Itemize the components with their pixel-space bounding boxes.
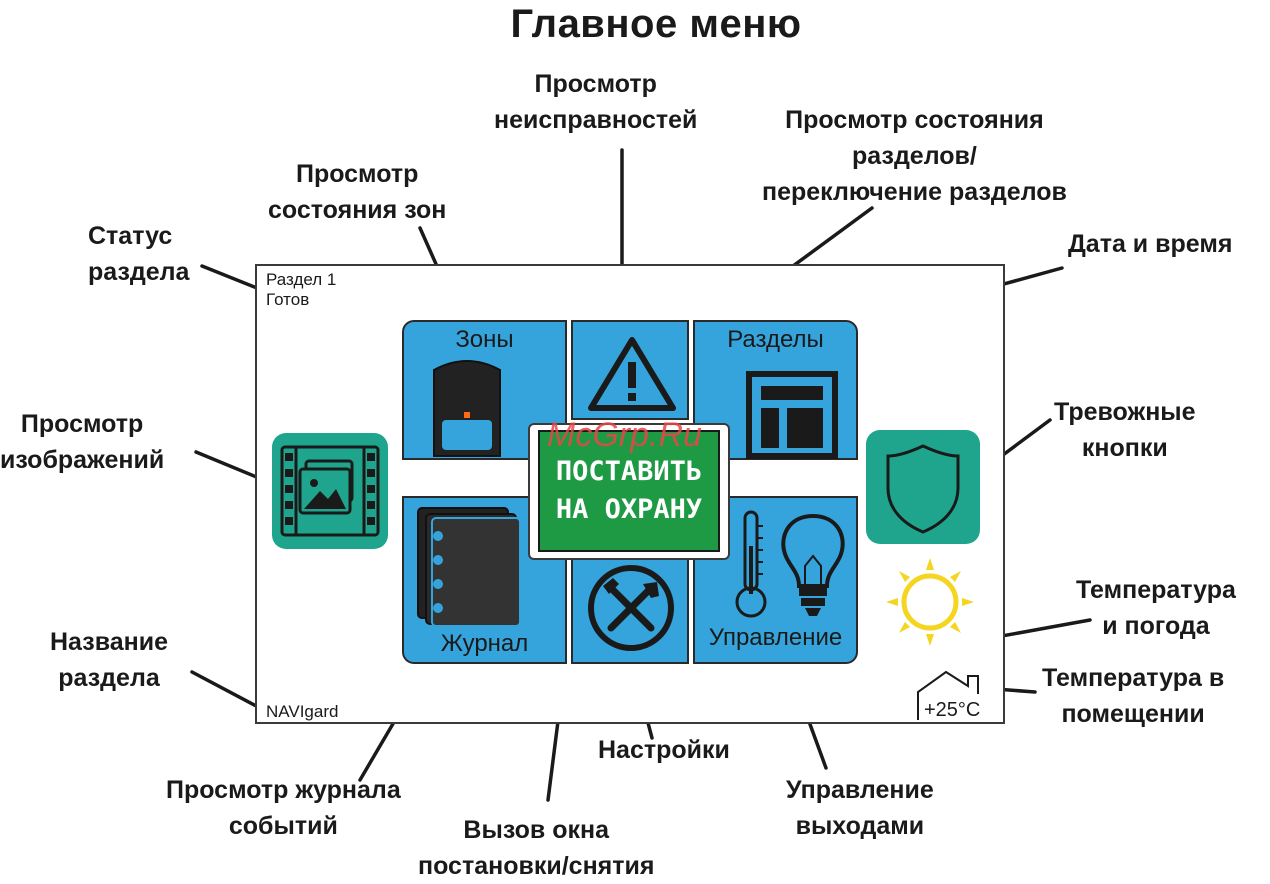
callout-partition-status: Статус раздела [88, 222, 190, 286]
leader-partition-status [200, 264, 264, 292]
partition-name: NAVIgard [266, 702, 339, 721]
notebook-icon [417, 507, 521, 627]
gallery-icon [280, 445, 380, 537]
callout-images-view: Просмотр изображений [0, 410, 165, 474]
callout-date-time: Дата и время [1068, 230, 1233, 258]
tile-settings[interactable] [571, 544, 689, 664]
warning-icon [588, 337, 676, 411]
callout-panic-buttons: Тревожные кнопки [1054, 398, 1196, 462]
callout-arm-dialog: Вызов окна постановки/снятия [418, 816, 655, 880]
partition-label: Раздел 1 [266, 270, 337, 289]
house-icon [917, 670, 979, 720]
thermometer-bulb-icon [735, 510, 845, 618]
callout-partitions-view: Просмотр состояния разделов/ переключени… [762, 106, 1067, 206]
tools-icon [588, 565, 674, 651]
callout-journal-view: Просмотр журнала событий [166, 776, 401, 840]
callout-zones-view: Просмотр состояния зон [268, 160, 447, 224]
tile-journal-label: Журнал [440, 630, 529, 657]
images-button[interactable] [272, 433, 388, 549]
shield-icon [886, 444, 960, 534]
callout-outputs-control: Управление выходами [786, 776, 934, 840]
arm-button[interactable]: ПОСТАВИТЬ НА ОХРАНУ [538, 430, 720, 552]
callout-temp-weather: Температура и погода [1076, 576, 1236, 640]
callout-settings: Настройки [598, 736, 730, 764]
tile-partitions-label: Разделы [727, 326, 824, 353]
arm-button-line1: ПОСТАВИТЬ [555, 456, 703, 487]
layout-icon [746, 371, 838, 459]
page-title: Главное меню [510, 2, 802, 46]
tile-zones[interactable]: Зоны [402, 320, 567, 460]
callout-indoor-temp: Температура в помещении [1042, 664, 1225, 728]
callout-partition-name: Название раздела [50, 628, 169, 692]
sun-icon [886, 558, 974, 646]
callout-faults-view: Просмотр неисправностей [494, 70, 698, 134]
tile-zones-label: Зоны [455, 326, 514, 353]
panic-button[interactable] [866, 430, 980, 544]
indoor-temperature: +25°C [924, 699, 981, 721]
arm-button-line2: НА ОХРАНУ [555, 494, 703, 525]
tile-faults[interactable] [571, 320, 689, 420]
motion-sensor-icon [433, 360, 501, 457]
watermark: McGrp.Ru [547, 416, 702, 454]
partition-state: Готов [266, 290, 310, 309]
leader-partition-name [190, 670, 262, 710]
tile-control-label: Управление [708, 624, 843, 651]
